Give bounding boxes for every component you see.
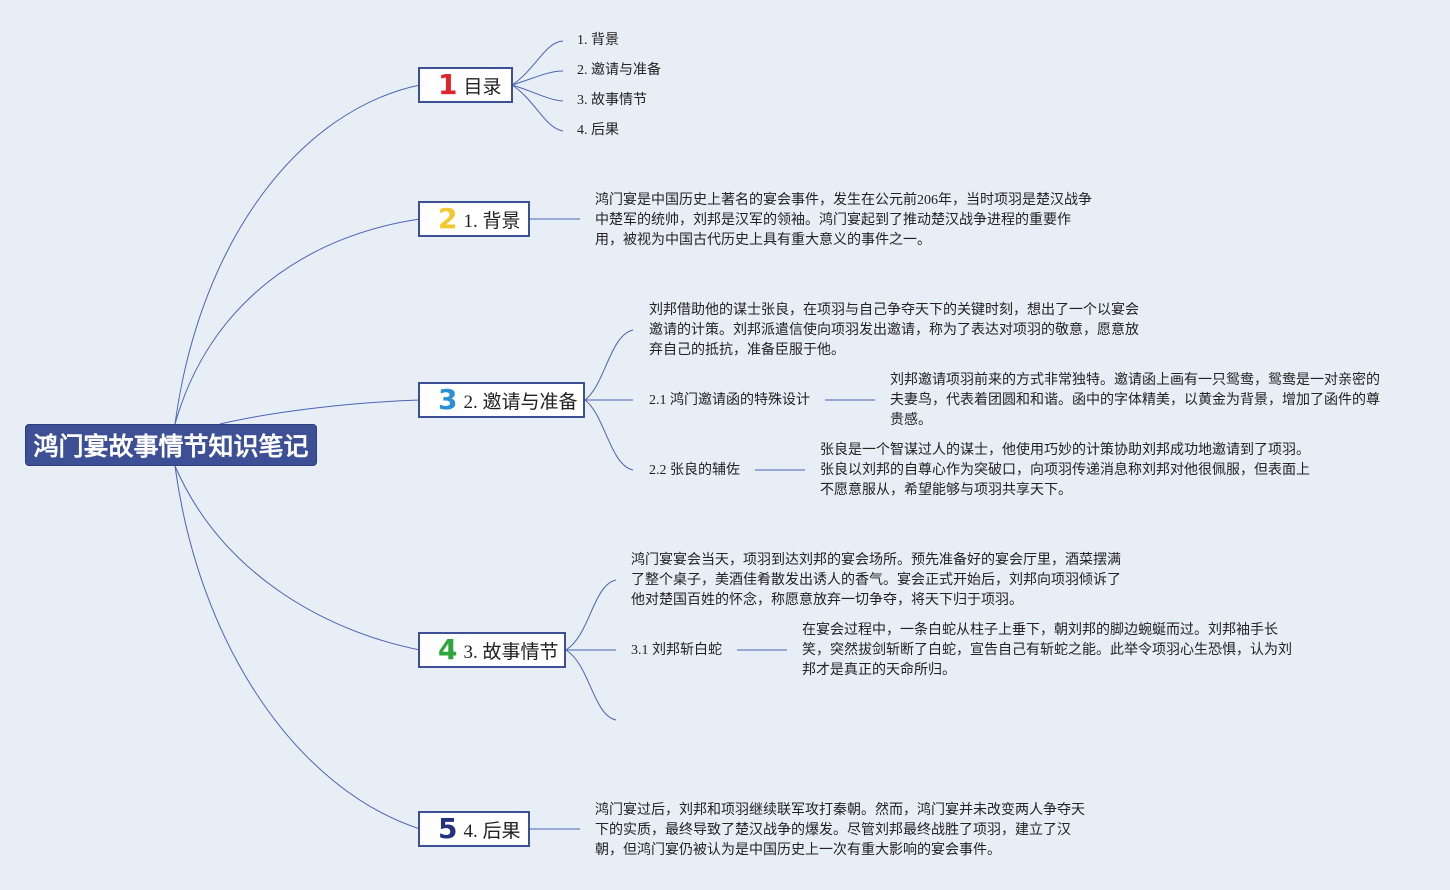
aftermath-text[interactable]: 鸿门宴过后，刘邦和项羽继续联军攻打秦朝。然而，鸿门宴并未改变两人争夺天下的实质，… — [595, 803, 1085, 858]
branch-label: 1. 背景 — [463, 210, 521, 232]
number-5-icon: 5 — [438, 812, 458, 845]
branch-story[interactable]: 4 3. 故事情节 — [418, 632, 566, 668]
number-2-icon: 2 — [438, 202, 458, 235]
branch-label: 4. 后果 — [463, 820, 521, 842]
story-sub-snake[interactable]: 3.1 刘邦斩白蛇 — [631, 643, 722, 658]
snake-text[interactable]: 在宴会过程中，一条白蛇从柱子上垂下，朝刘邦的脚边蜿蜒而过。刘邦袖手长笑，突然拔剑… — [802, 623, 1292, 678]
invitation-sub-zhangliang[interactable]: 2.2 张良的辅佐 — [649, 463, 740, 478]
branch-label: 3. 故事情节 — [463, 641, 559, 663]
number-3-icon: 3 — [438, 383, 458, 416]
branch-toc[interactable]: 1 目录 — [418, 67, 513, 103]
story-text[interactable]: 鸿门宴宴会当天，项羽到达刘邦的宴会场所。预先准备好的宴会厅里，酒菜摆满了整个桌子… — [631, 553, 1121, 608]
toc-item[interactable]: 3. 故事情节 — [577, 93, 647, 108]
branch-background[interactable]: 2 1. 背景 — [418, 201, 530, 237]
toc-item[interactable]: 2. 邀请与准备 — [577, 63, 661, 78]
invitation-sub-design[interactable]: 2.1 鸿门邀请函的特殊设计 — [649, 393, 810, 408]
root-topic[interactable]: 鸿门宴故事情节知识笔记 — [25, 424, 317, 466]
invitation-design-text[interactable]: 刘邦邀请项羽前来的方式非常独特。邀请函上画有一只鸳鸯，鸳鸯是一对亲密的夫妻鸟，代… — [890, 373, 1380, 428]
branch-label: 2. 邀请与准备 — [463, 391, 578, 413]
branch-label: 目录 — [463, 76, 502, 98]
invitation-text[interactable]: 刘邦借助他的谋士张良，在项羽与自己争夺天下的关键时刻，想出了一个以宴会邀请的计策… — [649, 303, 1139, 358]
branch-aftermath[interactable]: 5 4. 后果 — [418, 811, 530, 847]
toc-item[interactable]: 4. 后果 — [577, 123, 619, 138]
toc-item[interactable]: 1. 背景 — [577, 33, 619, 48]
zhangliang-text[interactable]: 张良是一个智谋过人的谋士，他使用巧妙的计策协助刘邦成功地邀请到了项羽。张良以刘邦… — [820, 443, 1310, 498]
number-4-icon: 4 — [438, 633, 458, 666]
branch-invitation[interactable]: 3 2. 邀请与准备 — [418, 382, 585, 418]
number-1-icon: 1 — [438, 68, 458, 101]
background-text[interactable]: 鸿门宴是中国历史上著名的宴会事件，发生在公元前206年，当时项羽是楚汉战争中楚军… — [595, 193, 1092, 248]
